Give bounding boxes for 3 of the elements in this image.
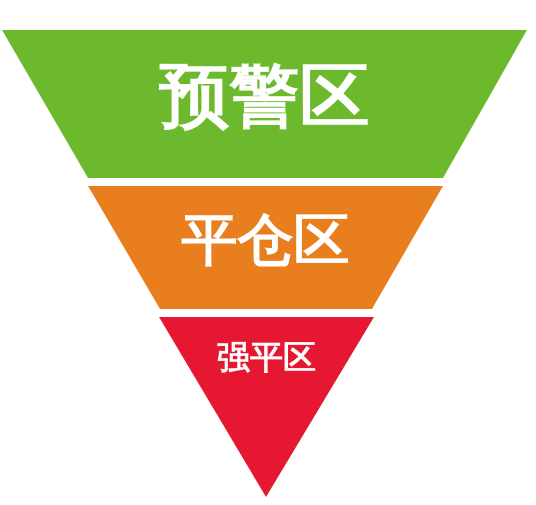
tier-label: 平仓区 [182,213,350,269]
tier-label: 预警区 [160,61,370,131]
tier-label: 强平区 [217,340,316,374]
